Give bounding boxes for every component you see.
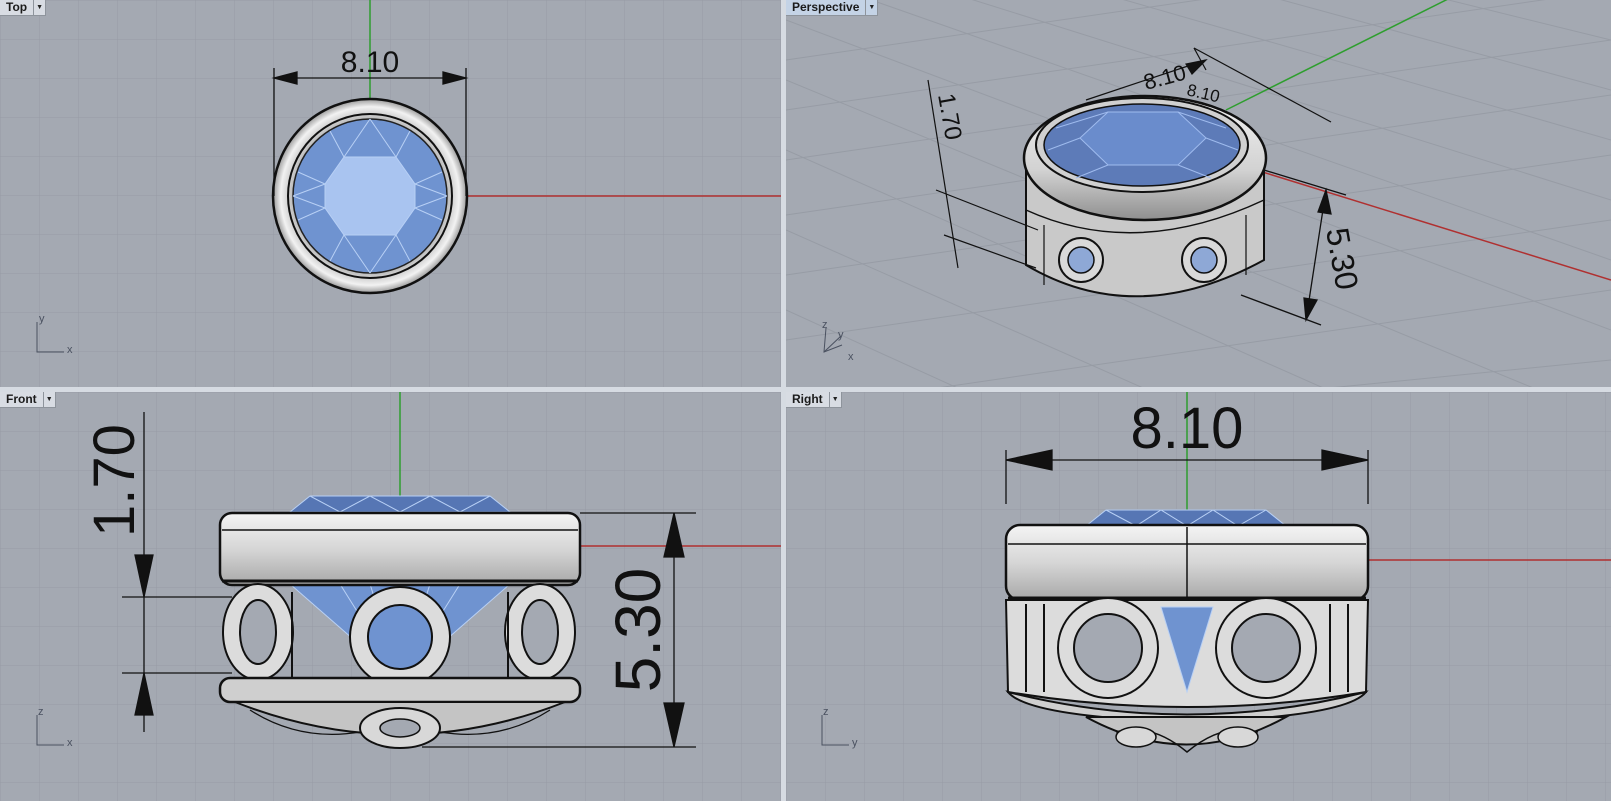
viewport-tab-perspective[interactable]: Perspective ▼ — [786, 0, 879, 16]
gemstone-perspective[interactable] — [1047, 111, 1239, 179]
viewport-front[interactable]: 1.70 5.30 z x Front ▼ — [0, 392, 781, 801]
ring-bezel-front[interactable] — [218, 511, 582, 587]
dimension-height-label-front: 5.30 — [602, 568, 674, 693]
ring-bezel-right[interactable] — [1004, 523, 1370, 602]
axis-label-z: z — [823, 706, 829, 718]
viewport-top[interactable]: 8.10 y x Top ▼ — [0, 0, 781, 387]
viewport-title[interactable]: Right — [792, 392, 823, 406]
gallery-loops-front[interactable] — [222, 583, 576, 688]
dimension-bezel-front[interactable] — [122, 412, 232, 732]
right-view-scene: 8.10 z y — [786, 392, 1611, 801]
axis-label-y: y — [852, 737, 858, 749]
dimension-diameter-perspective[interactable] — [1085, 47, 1332, 123]
axis-label-z: z — [822, 319, 828, 331]
viewport-title[interactable]: Front — [6, 392, 37, 406]
dimension-diameter-top[interactable] — [271, 68, 469, 196]
viewport-title[interactable]: Top — [6, 0, 28, 14]
dimension-diameter-label-perspective-a: 8.10 — [1141, 60, 1189, 95]
dimension-bezel-label-perspective: 1.70 — [932, 91, 967, 142]
axis-icon-perspective — [823, 327, 843, 353]
axis-icon-right — [821, 715, 849, 746]
viewport-right[interactable]: 8.10 z y Right ▼ — [786, 392, 1611, 801]
dropdown-arrow-icon[interactable]: ▼ — [33, 0, 45, 15]
axis-label-y: y — [838, 329, 844, 341]
viewport-tab-top[interactable]: Top ▼ — [0, 0, 47, 16]
viewport-title[interactable]: Perspective — [792, 0, 860, 14]
dimension-diameter-right[interactable] — [1005, 449, 1369, 504]
ring-base-front[interactable] — [218, 676, 582, 749]
axis-icon-top — [36, 322, 64, 353]
gemstone[interactable] — [292, 118, 448, 274]
gem-crown-front[interactable] — [288, 495, 512, 513]
dimension-height-front[interactable] — [422, 512, 696, 748]
axis-icon-front — [36, 715, 64, 746]
dropdown-arrow-icon[interactable]: ▼ — [828, 392, 841, 407]
viewport-tab-right[interactable]: Right ▼ — [786, 392, 842, 408]
perspective-view-scene: 8.10 8.10 1.70 5.30 z y x — [786, 0, 1611, 387]
axis-label-y: y — [39, 313, 45, 325]
top-view-scene: 8.10 y x — [0, 0, 781, 387]
dimension-bezel-label-front: 1.70 — [82, 424, 147, 537]
viewport-perspective[interactable]: 8.10 8.10 1.70 5.30 z y x Perspective ▼ — [786, 0, 1611, 387]
dimension-bezel-perspective[interactable] — [927, 79, 1039, 269]
y-axis-line — [1225, 0, 1448, 111]
dimension-diameter-label-right: 8.10 — [1131, 396, 1244, 461]
viewport-tab-front[interactable]: Front ▼ — [0, 392, 56, 408]
dropdown-arrow-icon[interactable]: ▼ — [865, 0, 877, 15]
axis-label-x: x — [67, 344, 73, 356]
gem-crown-right[interactable] — [1084, 509, 1288, 527]
dimension-diameter-label-top: 8.10 — [341, 46, 399, 79]
x-axis-line — [1255, 169, 1611, 281]
dimension-height-perspective[interactable] — [1240, 169, 1347, 326]
ring-base-right[interactable] — [1005, 690, 1369, 753]
axis-label-z: z — [38, 706, 44, 718]
dropdown-arrow-icon[interactable]: ▼ — [42, 392, 55, 407]
axis-label-x: x — [67, 737, 73, 749]
axis-label-x: x — [848, 351, 854, 363]
gallery-loops-right[interactable] — [1004, 597, 1370, 708]
front-view-scene: 1.70 5.30 z x — [0, 392, 781, 801]
